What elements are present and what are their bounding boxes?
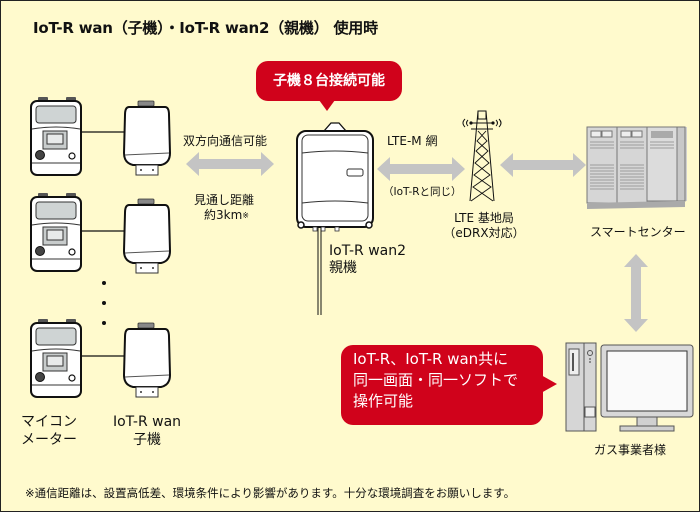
- child-unit-label-line1: IoT-R wan: [112, 414, 182, 430]
- software-callout-line1: IoT-R、IoT-R wan共に: [353, 350, 509, 368]
- line-of-sight-label: 見通し距離: [194, 193, 255, 207]
- double-arrow-horizontal-icon: [377, 157, 465, 181]
- cable-line: [81, 131, 126, 133]
- tower-label-line2: （eDRX対応）: [443, 226, 525, 240]
- meter-label-line2: メーター: [21, 432, 77, 448]
- cable-line: [81, 230, 126, 232]
- link-parent-tower-bottom-label: （IoT-Rと同じ）: [383, 186, 462, 198]
- distance-label: 約3km※: [204, 208, 249, 223]
- child-unit-icon: [122, 322, 172, 398]
- diagram-title: IoT-R wan（子機）・IoT-R wan2（親機） 使用時: [33, 19, 378, 37]
- gas-company-label: ガス事業者様: [594, 443, 667, 457]
- software-callout-line3: 操作可能: [353, 392, 414, 410]
- double-arrow-horizontal-icon: [186, 152, 274, 176]
- gas-meter-icon: [30, 319, 82, 398]
- cell-tower-icon: [462, 110, 502, 202]
- gas-meter-icon: [30, 193, 82, 272]
- smart-center-label: スマートセンター: [590, 225, 686, 239]
- ellipsis-dots: [102, 281, 106, 325]
- software-callout-line2: 同一画面・同一ソフトで: [353, 371, 519, 389]
- link-parent-tower-top-label: LTE-M 網: [387, 134, 438, 148]
- distance-value: 約3km: [204, 208, 243, 222]
- child-unit-label: IoT-R wan 子機: [105, 413, 189, 449]
- child-unit-icon: [122, 198, 172, 274]
- meter-label-line1: マイコン: [21, 414, 77, 430]
- link-child-parent-top-label: 双方向通信可能: [183, 134, 268, 148]
- note-mark: ※: [242, 211, 249, 220]
- software-callout: IoT-R、IoT-R wan共に 同一画面・同一ソフトで 操作可能: [341, 345, 557, 425]
- tower-label: LTE 基地局 （eDRX対応）: [441, 211, 527, 241]
- server-rack-icon: [586, 126, 687, 209]
- parent-unit-icon: [296, 122, 374, 315]
- footnote: ※通信距離は、設置高低差、環境条件により影響があります。十分な環境調査をお願いし…: [25, 486, 516, 500]
- parent-unit-label-line1: IoT-R wan2: [329, 243, 406, 259]
- desktop-computer-icon: [565, 342, 694, 432]
- capacity-callout: 子機８台接続可能: [256, 61, 402, 111]
- gas-meter-icon: [30, 97, 82, 176]
- parent-unit-label-line2: 親機: [329, 260, 357, 276]
- parent-unit-label: IoT-R wan2 親機: [329, 243, 406, 277]
- cable-line: [81, 355, 126, 357]
- double-arrow-vertical-icon: [624, 254, 648, 332]
- child-unit-icon: [122, 100, 172, 176]
- tower-label-line1: LTE 基地局: [454, 211, 514, 225]
- double-arrow-horizontal-icon: [500, 153, 586, 177]
- child-unit-label-line2: 子機: [133, 432, 161, 448]
- meter-label: マイコン メーター: [21, 413, 77, 449]
